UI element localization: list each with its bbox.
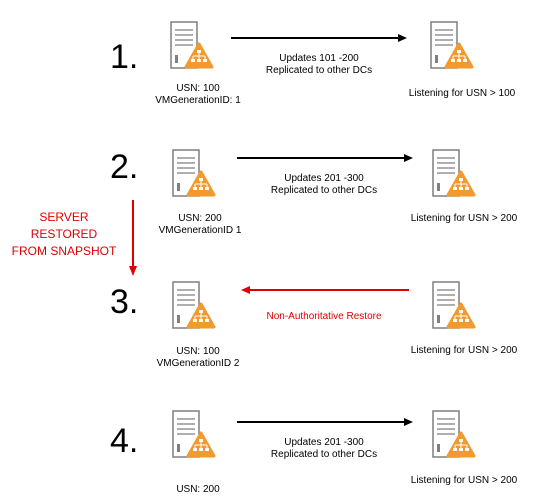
server-icon [430,149,490,209]
server-icon [428,21,488,81]
arrow-left-icon [241,286,409,294]
arrow-right-icon [231,34,407,42]
server-icon [168,21,228,81]
server-icon [430,410,490,470]
right-label-listening: Listening for USN > 100 [408,88,516,99]
restore-note-line-2: RESTORED [30,227,98,241]
step-number: 3. [110,283,139,321]
step-number: 4. [110,422,139,460]
arrow-text-2: Replicated to other DCs [265,65,373,76]
left-label-usn: USN: 100 [176,346,220,357]
server-icon [170,410,230,470]
left-label-vmgenid: VMGenerationID 1 [158,225,242,236]
arrow-down-icon [129,200,137,276]
arrow-right-icon [237,418,413,426]
left-label-usn: USN: 200 [178,213,222,224]
left-label-vmgenid: VMGenerationID 2 [156,358,240,369]
right-label-listening: Listening for USN > 200 [410,475,518,486]
left-label-vmgenid: VMGenerationID: 1 [155,95,241,106]
arrow-text-1: Updates 201 -300 [284,173,364,184]
arrow-text-2: Replicated to other DCs [270,449,378,460]
right-label-listening: Listening for USN > 200 [410,345,518,356]
arrow-text-1: Updates 201 -300 [284,437,364,448]
step-number: 1. [110,38,139,76]
restore-note-line-1: SERVER [39,210,89,224]
step-number: 2. [110,148,139,186]
server-icon [170,281,230,341]
arrow-text-1: Updates 101 -200 [279,53,359,64]
left-label-usn: USN: 100 [176,83,220,94]
server-icon [430,281,490,341]
server-icon [170,149,230,209]
arrow-text-1: Non-Authoritative Restore [266,311,382,322]
arrow-right-icon [237,154,413,162]
right-label-listening: Listening for USN > 200 [410,213,518,224]
left-label-usn: USN: 200 [176,484,220,495]
restore-note-line-3: FROM SNAPSHOT [11,244,117,258]
arrow-text-2: Replicated to other DCs [270,185,378,196]
